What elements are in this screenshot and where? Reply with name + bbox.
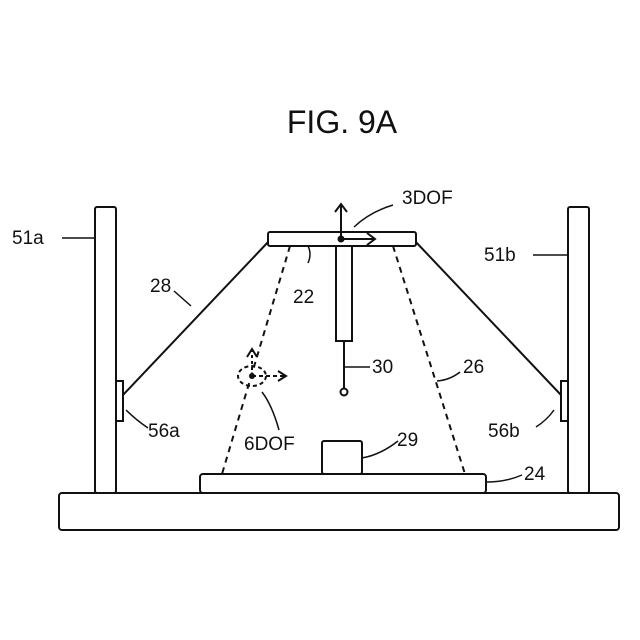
left-sensor — [116, 381, 123, 421]
right-post — [568, 207, 589, 493]
label-22: 22 — [293, 287, 314, 308]
probe-body — [336, 246, 352, 341]
left-post — [95, 207, 116, 493]
label-51a: 51a — [12, 228, 44, 249]
label-56b: 56b — [488, 421, 520, 442]
figure-title: FIG. 9A — [287, 104, 398, 140]
label-3dof: 3DOF — [402, 188, 453, 209]
label-28: 28 — [150, 276, 171, 297]
left-cable — [123, 240, 270, 395]
label-30: 30 — [372, 357, 393, 378]
label-29: 29 — [397, 430, 418, 451]
label-26: 26 — [463, 357, 484, 378]
probe-tip — [341, 389, 348, 396]
label-56a: 56a — [148, 421, 180, 442]
base-plate — [59, 493, 619, 530]
right-sensor — [561, 381, 568, 421]
label-24: 24 — [524, 464, 546, 485]
label-51b: 51b — [484, 245, 516, 266]
object — [322, 441, 362, 474]
label-6dof: 6DOF — [244, 434, 295, 455]
6dof-axes-icon — [238, 349, 286, 386]
stage — [200, 474, 486, 493]
3dof-axes-icon — [335, 204, 375, 245]
